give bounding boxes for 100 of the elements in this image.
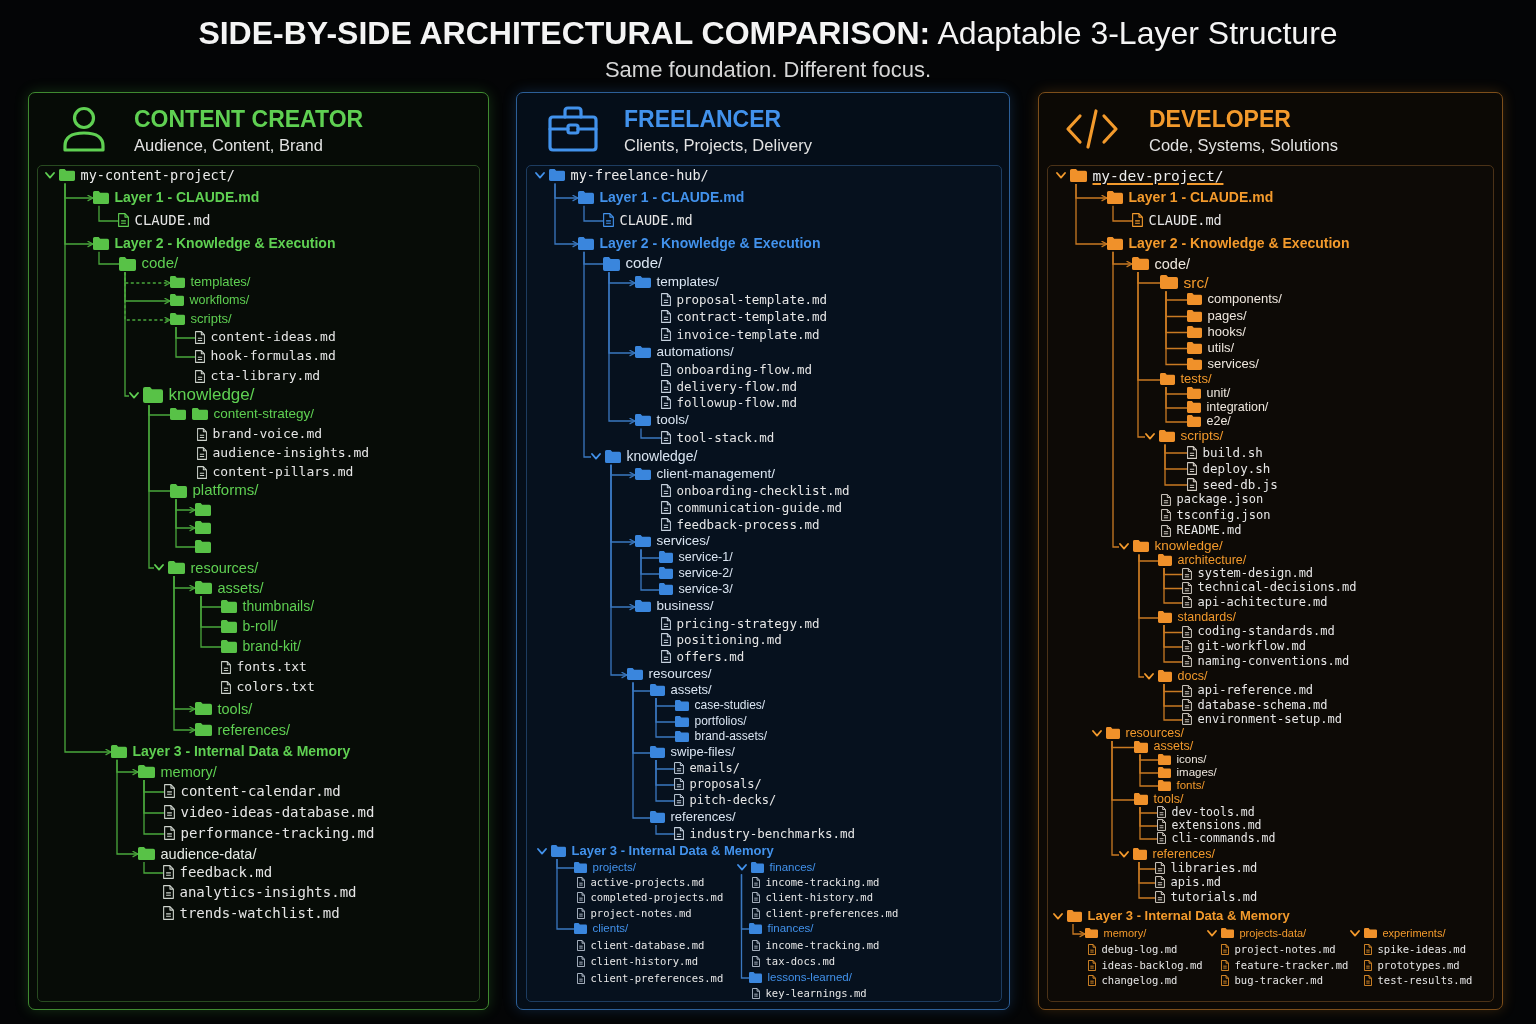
file-name: feature-tracker.md bbox=[1234, 959, 1349, 972]
folder-name: e2e/ bbox=[1206, 414, 1231, 429]
tree-line bbox=[654, 696, 676, 738]
file-name: key-learnings.md bbox=[765, 987, 867, 1000]
file-name: pitch-decks/ bbox=[689, 793, 777, 808]
folder-name: assets/ bbox=[217, 579, 264, 596]
layer-heading: Layer 3 - Internal Data & Memory bbox=[1087, 909, 1290, 924]
tree-line bbox=[1138, 805, 1158, 840]
file-name: deploy.sh bbox=[1202, 461, 1271, 476]
folder-name: tools/ bbox=[656, 413, 689, 428]
file-name: spike-ideas.md bbox=[1377, 943, 1466, 956]
layer-heading: Layer 1 - CLAUDE.md bbox=[599, 189, 745, 206]
folder-name: swipe-files/ bbox=[670, 745, 735, 760]
file-name: proposal-template.md bbox=[676, 292, 827, 307]
tree-line bbox=[740, 873, 750, 979]
diagram-title: SIDE-BY-SIDE ARCHITECTURAL COMPARISON: Adaptable 3-Layer Structure bbox=[198, 14, 1338, 52]
file-name: cli-commands.md bbox=[1171, 832, 1276, 845]
folder-name: references/ bbox=[217, 721, 291, 738]
tree-line bbox=[582, 250, 592, 458]
file-name: income-tracking.md bbox=[765, 876, 880, 889]
file-name: content-calendar.md bbox=[180, 783, 341, 800]
folder-name: assets/ bbox=[1153, 740, 1194, 754]
tree-line bbox=[1163, 443, 1188, 486]
file-name: hook-formulas.md bbox=[210, 349, 336, 364]
folder-name: services/ bbox=[1207, 356, 1259, 372]
file-name: audience-insights.md bbox=[212, 446, 370, 461]
folder-name: knowledge/ bbox=[626, 448, 698, 465]
folder-name: my-dev-project/ bbox=[1092, 167, 1224, 184]
tree-line bbox=[555, 857, 575, 930]
folder-name: my-content-project/ bbox=[80, 168, 235, 183]
file-name: pricing-strategy.md bbox=[676, 616, 820, 631]
file-name: performance-tracking.md bbox=[180, 825, 375, 842]
tree-line bbox=[1136, 270, 1146, 438]
folder-name: projects-data/ bbox=[1239, 927, 1307, 940]
folder-name: business/ bbox=[656, 599, 714, 614]
folder-name: resources/ bbox=[648, 667, 712, 682]
tree-line bbox=[631, 681, 651, 819]
file-name: client-preferences.md bbox=[590, 972, 724, 985]
folder-name: finances/ bbox=[769, 861, 816, 874]
file-name: project-notes.md bbox=[590, 907, 692, 920]
tree-line bbox=[582, 204, 604, 222]
tree-line bbox=[1164, 385, 1188, 423]
file-name: package.json bbox=[1176, 493, 1264, 507]
tree-line bbox=[1111, 204, 1133, 222]
file-name: api-achitecture.md bbox=[1197, 595, 1328, 610]
file-name: ideas-backlog.md bbox=[1101, 959, 1203, 972]
file-name: offers.md bbox=[676, 649, 745, 664]
folder-name: platforms/ bbox=[192, 482, 259, 499]
file-name: client-database.md bbox=[590, 939, 705, 952]
layer-heading: Layer 1 - CLAUDE.md bbox=[1128, 189, 1274, 206]
file-name: colors.txt bbox=[236, 680, 315, 695]
file-name: seed-db.js bbox=[1202, 477, 1278, 492]
tree-line bbox=[639, 548, 660, 591]
file-name: client-history.md bbox=[590, 955, 698, 968]
panel-subtitle: Audience, Content, Brand bbox=[134, 135, 323, 155]
file-name: delivery-flow.md bbox=[676, 379, 797, 394]
folder-name: utils/ bbox=[1207, 340, 1235, 356]
file-name: api-reference.md bbox=[1197, 684, 1314, 698]
tree-line bbox=[1111, 250, 1120, 548]
arrow bbox=[553, 182, 579, 247]
file-name: invoice-template.md bbox=[676, 327, 820, 342]
folder-name: projects/ bbox=[592, 861, 636, 874]
folder-name: references/ bbox=[1152, 847, 1216, 862]
tree-line bbox=[147, 404, 155, 569]
folder-name: hooks/ bbox=[1207, 324, 1246, 340]
panel-subtitle: Clients, Projects, Delivery bbox=[624, 135, 812, 155]
file-name: completed-projects.md bbox=[590, 891, 724, 904]
folder-name: thumbnails/ bbox=[242, 598, 315, 615]
folder-name: workfloms/ bbox=[189, 293, 250, 308]
folder-name: code/ bbox=[141, 255, 179, 272]
file-name: client-history.md bbox=[765, 891, 873, 904]
tree-line bbox=[199, 594, 222, 648]
file-name: build.sh bbox=[1202, 445, 1263, 460]
file-name: README.md bbox=[1176, 524, 1242, 538]
folder-name: b-roll/ bbox=[242, 618, 278, 635]
tree-line bbox=[97, 204, 119, 222]
file-name: communication-guide.md bbox=[676, 500, 843, 515]
file-name: income-tracking.md bbox=[765, 939, 880, 952]
folder-name: tools/ bbox=[217, 700, 253, 717]
tree-line bbox=[142, 860, 164, 874]
tree-line bbox=[654, 823, 675, 835]
layer-heading: Layer 3 - Internal Data & Memory bbox=[571, 844, 774, 859]
file-name: project-notes.md bbox=[1234, 943, 1336, 956]
folder-name: tests/ bbox=[1180, 372, 1212, 387]
file-name: active-projects.md bbox=[590, 876, 705, 889]
folder-name: audience-data/ bbox=[160, 845, 257, 862]
subtitle: Same foundation. Different focus. bbox=[604, 57, 932, 83]
folder-name: brand-assets/ bbox=[694, 729, 768, 744]
folder-name: my-freelance-hub/ bbox=[570, 168, 709, 183]
folder-name: client-management/ bbox=[656, 467, 776, 482]
file-name: video-ideas-database.md bbox=[180, 804, 375, 821]
panel-title: FREELANCER bbox=[624, 106, 782, 132]
arrow bbox=[1074, 182, 1108, 247]
file-name: CLAUDE.md bbox=[619, 213, 693, 228]
arrow bbox=[607, 271, 636, 424]
tree-line bbox=[174, 498, 196, 548]
file-name: tax-docs.md bbox=[765, 955, 836, 968]
folder-name: pages/ bbox=[1207, 308, 1247, 324]
folder-name: code/ bbox=[1154, 255, 1190, 272]
file-name: apis.md bbox=[1170, 875, 1222, 890]
